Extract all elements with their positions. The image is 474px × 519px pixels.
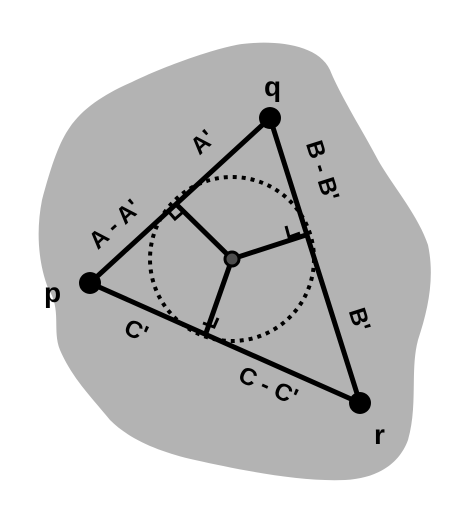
- side-qr: [267, 115, 363, 406]
- radius-to-pq: [174, 202, 234, 261]
- vertex-p-dot: [79, 272, 101, 294]
- vertex-r-dot: [349, 392, 371, 414]
- vertex-q-dot: [259, 107, 281, 129]
- right-angle-marker-pq: [166, 210, 184, 222]
- radius-to-pr: [203, 258, 235, 334]
- vertex-q-label: q: [264, 71, 281, 102]
- side-pr: [87, 280, 363, 406]
- right-angle-marker-qr: [284, 225, 301, 239]
- incenter-dot: [223, 250, 241, 268]
- vertex-p-label: p: [44, 277, 61, 308]
- right-angle-marker-pr: [202, 317, 220, 329]
- side-pq: [87, 115, 273, 286]
- vertex-r-label: r: [374, 419, 385, 450]
- radius-to-qr: [231, 232, 307, 262]
